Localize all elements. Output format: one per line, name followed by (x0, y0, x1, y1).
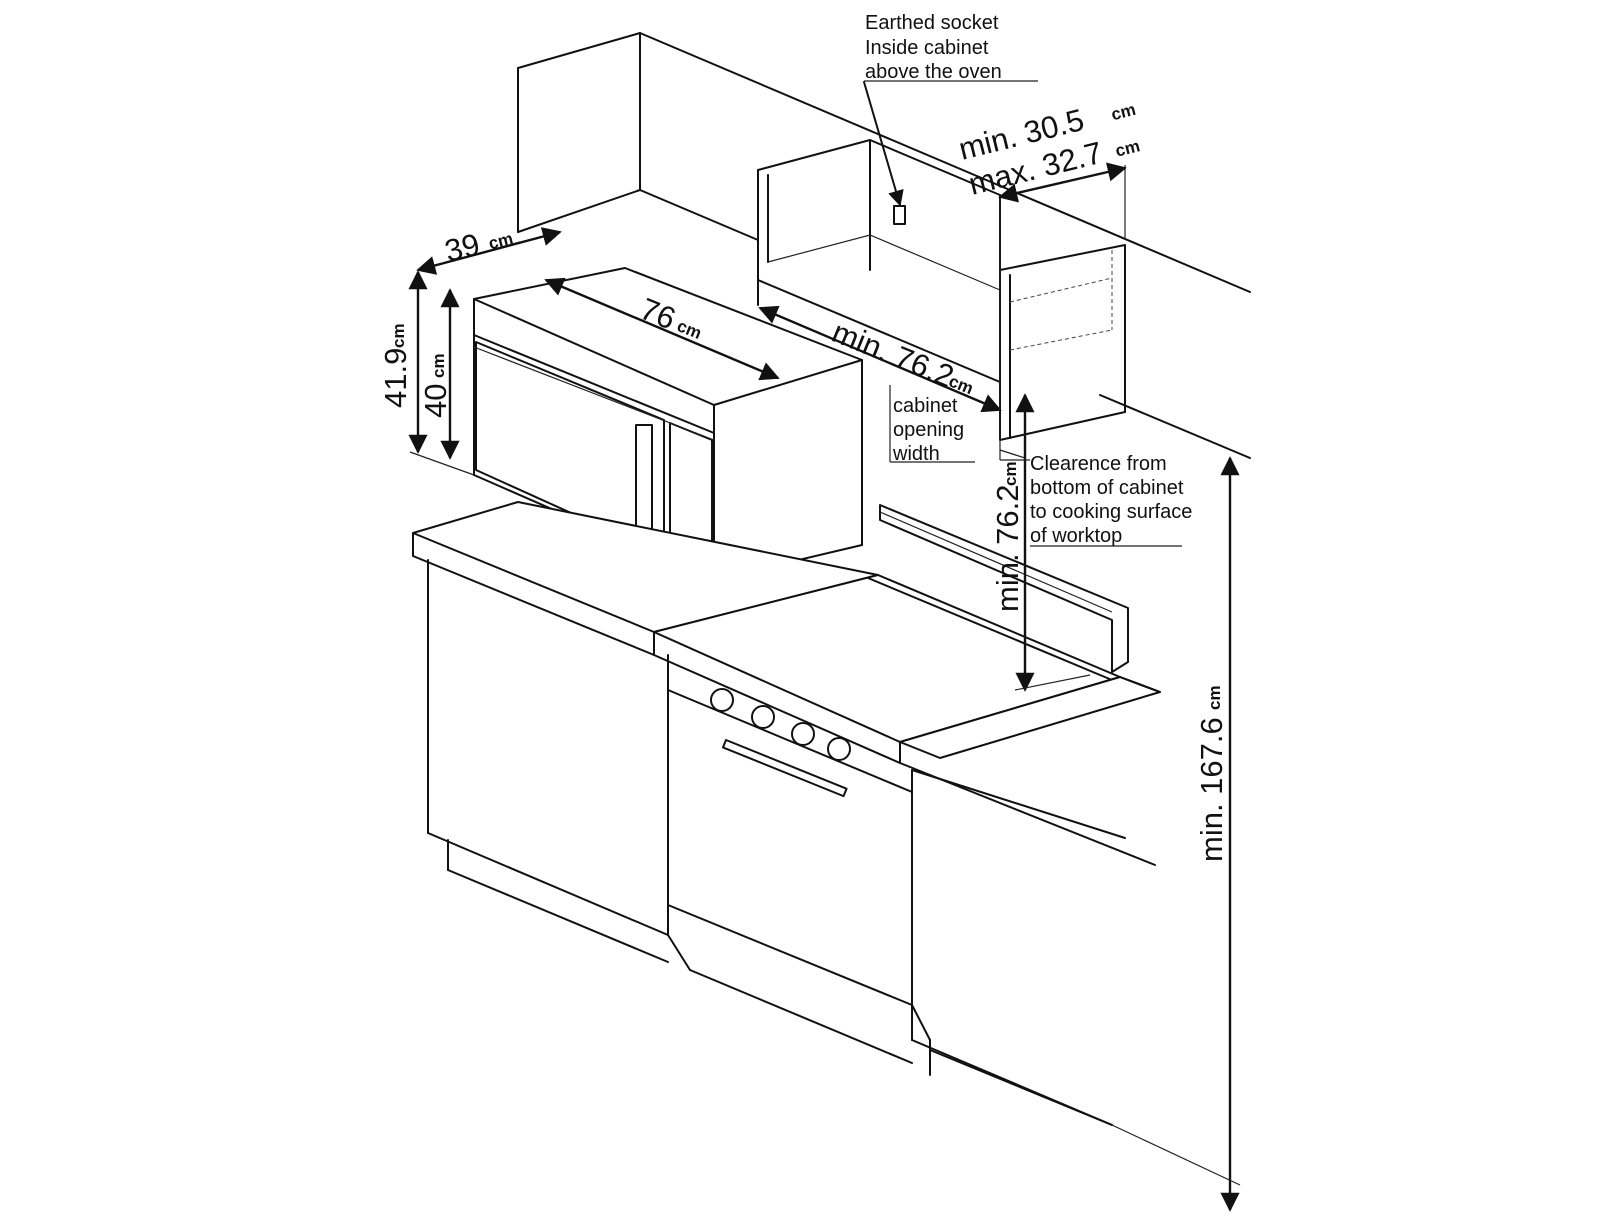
depth-unit: cm (487, 229, 515, 253)
height-total-value: 41.9 (378, 348, 413, 408)
height-body-unit: cm (429, 353, 448, 378)
dim-label-clearance: min. 76.2 cm (990, 461, 1025, 612)
dimension-lines (408, 80, 1241, 1212)
clearance-note-line-2: bottom of cabinet (1030, 477, 1184, 499)
back-wall (517, 32, 1251, 459)
socket-note-line-2: Inside cabinet (865, 37, 989, 59)
clearance-note-line-1: Clearence from (1030, 453, 1167, 475)
note-earthed-socket: Earthed socket Inside cabinet above the … (865, 12, 1002, 83)
socket-note-line-1: Earthed socket (865, 12, 999, 34)
socket-note-line-3: above the oven (865, 61, 1002, 83)
total-height-unit: cm (1205, 685, 1224, 710)
depth-max-unit: cm (1113, 136, 1141, 160)
opening-note-line-2: opening (893, 419, 964, 441)
dim-label-height-body: 40 cm (418, 353, 453, 418)
opening-value: min. 76.2 (827, 314, 958, 394)
clearance-value: min. 76.2 (990, 484, 1025, 612)
note-clearance: Clearence from bottom of cabinet to cook… (1030, 453, 1192, 547)
note-cabinet-opening: cabinet opening width (892, 395, 964, 465)
depth-min-unit: cm (1109, 100, 1137, 124)
height-total-unit: cm (389, 323, 408, 348)
depth-value: 39 (441, 226, 483, 268)
earthed-socket (863, 81, 906, 225)
opening-note-line-3: width (892, 443, 940, 465)
right-base-cabinet (899, 676, 1161, 1126)
cooktop-and-oven (653, 504, 1129, 1076)
height-body-value: 40 (418, 384, 453, 418)
clearance-note-line-4: of worktop (1030, 525, 1122, 547)
clearance-note-line-3: to cooking surface (1030, 501, 1192, 523)
dim-label-total-height: min. 167.6 cm (1194, 685, 1229, 862)
opening-note-line-1: cabinet (893, 395, 958, 417)
clearance-unit: cm (1001, 461, 1020, 486)
total-height-value: min. 167.6 (1194, 717, 1229, 862)
dim-label-height-total: 41.9 cm (378, 323, 413, 408)
dim-label-depth: 39 cm (441, 226, 515, 268)
